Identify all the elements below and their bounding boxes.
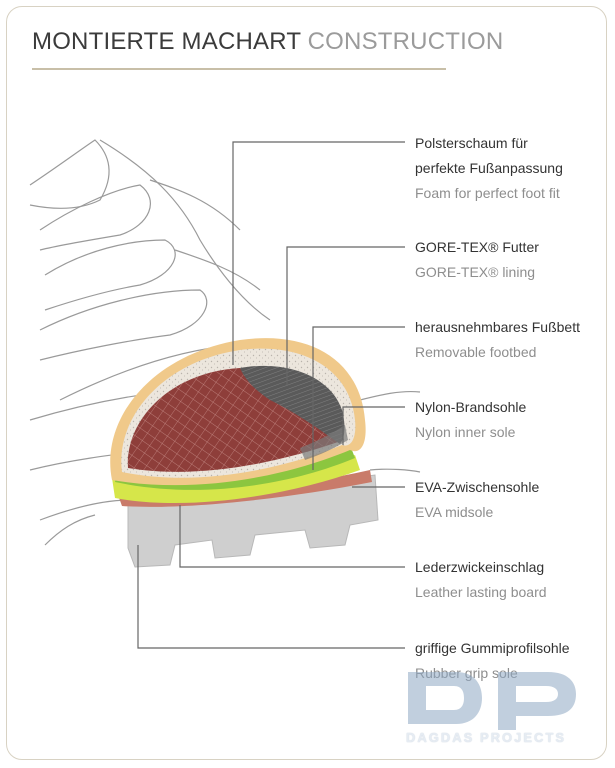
page-title: MONTIERTE MACHART CONSTRUCTION [32, 28, 503, 56]
label-footbed-en: Removable footbed [415, 344, 537, 360]
label-lasting-board-de: Lederzwickeinschlag [415, 559, 545, 575]
label-rubber-sole-de: griffige Gummiprofilsohle [415, 640, 570, 656]
label-padding-foam: Polsterschaum für perfekte Fußanpassung … [415, 131, 563, 206]
label-gore-tex: GORE-TEX® Futter GORE-TEX® lining [415, 235, 539, 285]
label-footbed: herausnehmbares Fußbett Removable footbe… [415, 315, 580, 365]
label-footbed-de: herausnehmbares Fußbett [415, 319, 580, 335]
label-eva-midsole: EVA-Zwischensohle EVA midsole [415, 475, 539, 525]
title-english: CONSTRUCTION [307, 28, 504, 55]
label-gore-tex-de: GORE-TEX® Futter [415, 239, 539, 255]
leader-lines [137, 141, 405, 649]
label-padding-foam-en: Foam for perfect foot fit [415, 185, 560, 201]
watermark-brand-text: DAGDAS PROJECTS [406, 730, 567, 745]
removable-footbed [300, 425, 348, 460]
label-eva-midsole-en: EVA midsole [415, 504, 494, 520]
label-gore-tex-en: GORE-TEX® lining [415, 264, 536, 280]
label-nylon-sole-en: Nylon inner sole [415, 424, 516, 440]
label-nylon-sole: Nylon-Brandsohle Nylon inner sole [415, 395, 526, 445]
dp-logo-icon [408, 672, 576, 730]
label-padding-foam-de-1: Polsterschaum für [415, 135, 528, 151]
label-nylon-sole-de: Nylon-Brandsohle [415, 399, 527, 415]
boot-outline-sketch [29, 139, 421, 546]
dagdas-projects-watermark: DAGDAS PROJECTS [398, 650, 588, 750]
eva-midsole [112, 455, 360, 504]
title-underline [32, 68, 446, 70]
title-german: MONTIERTE MACHART [32, 28, 301, 55]
label-lasting-board: Lederzwickeinschlag Leather lasting boar… [415, 555, 547, 605]
label-padding-foam-de-2: perfekte Fußanpassung [415, 160, 563, 176]
label-eva-midsole-de: EVA-Zwischensohle [415, 479, 540, 495]
label-lasting-board-en: Leather lasting board [415, 584, 547, 600]
